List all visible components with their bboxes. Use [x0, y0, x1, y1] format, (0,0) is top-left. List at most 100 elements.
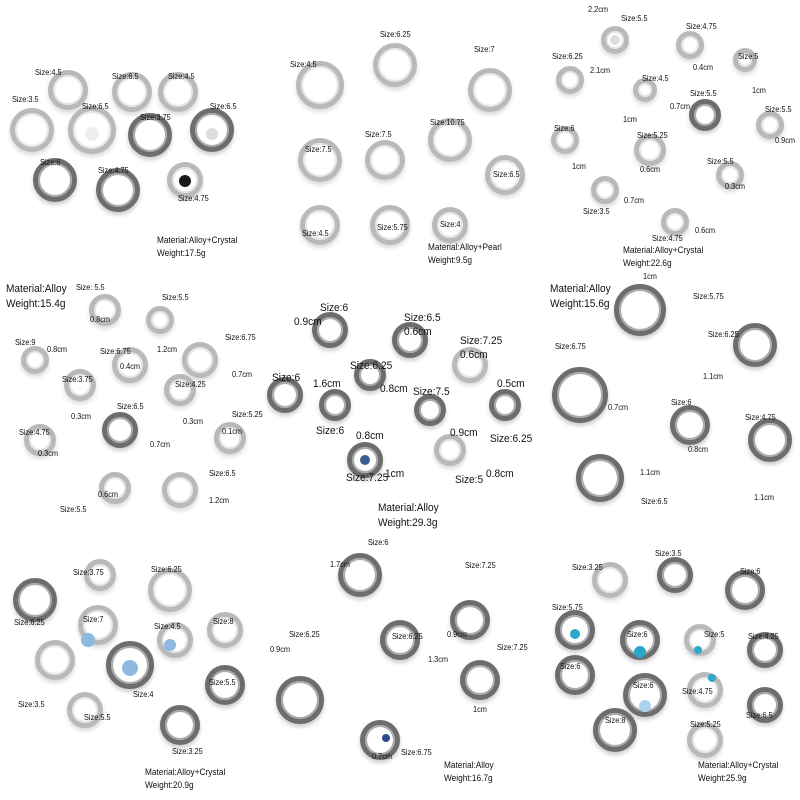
ring-image [35, 640, 75, 680]
ring-image [670, 405, 710, 445]
ring-image [747, 632, 783, 668]
ring-image [296, 61, 344, 109]
ring-image [687, 672, 723, 708]
gemstone [634, 646, 646, 658]
ring-size-label: Size:4 [133, 690, 154, 699]
gemstone [708, 674, 716, 682]
ring-size-label: Size:6 [320, 302, 349, 314]
ring-image [214, 422, 246, 454]
gemstone [85, 127, 99, 141]
ring-size-label: 0.7cm [372, 752, 393, 761]
ring-image [614, 284, 666, 336]
ring-image [182, 342, 218, 378]
ring-size-label: Size:5.5 [690, 89, 717, 98]
ring-size-label: 0.9cm [447, 630, 468, 639]
ring-size-label: Size:6 [316, 425, 345, 437]
ring-size-label: Size:6.75 [555, 342, 586, 351]
ring-size-label: 1.2cm [157, 345, 178, 354]
ring-image [84, 559, 116, 591]
ring-image [164, 374, 196, 406]
ring-size-label: Size:6.75 [225, 333, 256, 342]
ring-image [267, 377, 303, 413]
weight-label: Weight:29.3g [378, 517, 438, 529]
ring-size-label: Size:5.5 [209, 678, 236, 687]
ring-size-label: 0.6cm [460, 349, 488, 361]
ring-size-label: Size:4 [440, 220, 461, 229]
ring-image [96, 168, 140, 212]
ring-size-label: Size:5.25 [637, 131, 668, 140]
ring-size-label: Size:6.75 [401, 748, 432, 757]
ring-image [460, 660, 500, 700]
material-label: Material:Alloy+Crystal [623, 245, 704, 255]
material-label: Material:Alloy [6, 283, 67, 295]
ring-size-label: Size:5.5 [621, 14, 648, 23]
ring-image [158, 72, 198, 112]
ring-size-label: Size: 5.5 [76, 283, 105, 292]
ring-image [347, 442, 383, 478]
ring-size-label: Size:6 [554, 124, 575, 133]
ring-image [276, 676, 324, 724]
ring-image [354, 359, 386, 391]
ring-size-label: Size:3.5 [18, 700, 45, 709]
ring-size-label: Size:3.75 [140, 113, 171, 122]
ring-image [733, 48, 757, 72]
ring-size-label: 0.6cm [695, 226, 716, 235]
gemstone [122, 660, 138, 676]
weight-label: Weight:15.6g [550, 298, 610, 310]
ring-image [452, 347, 488, 383]
ring-size-label: 0.8cm [90, 315, 111, 324]
ring-size-label: Size:4.75 [682, 687, 713, 696]
ring-image [167, 162, 203, 198]
ring-size-label: Size:3.5 [12, 95, 39, 104]
ring-image [380, 620, 420, 660]
gemstone [694, 646, 702, 654]
ring-size-label: Size:4.5 [642, 74, 669, 83]
ring-size-label: Size:6.5 [209, 469, 236, 478]
gemstone [360, 455, 370, 465]
ring-size-label: 0.9cm [450, 427, 478, 439]
ring-size-label: 1.1cm [754, 493, 775, 502]
ring-size-label: Size:3.75 [62, 375, 93, 384]
ring-size-label: Size:5.5 [60, 505, 87, 514]
ring-size-label: 1cm [572, 162, 586, 171]
ring-image [450, 600, 490, 640]
ring-size-label: Size:6.5 [117, 402, 144, 411]
ring-size-label: Size:7.25 [460, 335, 503, 347]
ring-image [64, 369, 96, 401]
ring-size-label: Size:4.75 [686, 22, 717, 31]
material-label: Material:Alloy+Pearl [428, 242, 502, 252]
material-label: Material:Alloy+Crystal [145, 767, 226, 777]
ring-image [112, 72, 152, 112]
ring-image [428, 118, 472, 162]
ring-image [24, 424, 56, 456]
gemstone [570, 629, 580, 639]
gemstone [206, 128, 218, 140]
ring-image [555, 655, 595, 695]
ring-image [733, 323, 777, 367]
ring-size-label: Size:6 [40, 158, 61, 167]
ring-size-label: 0.1cm [222, 427, 243, 436]
ring-size-label: Size:6 [633, 681, 654, 690]
weight-label: Weight:22.6g [623, 258, 672, 268]
ring-size-label: Size:4.5 [302, 229, 329, 238]
ring-size-label: Size:6.25 [289, 630, 320, 639]
ring-size-label: Size:5 [738, 52, 759, 61]
ring-image [89, 294, 121, 326]
ring-image [162, 472, 198, 508]
ring-size-label: Size:4.5 [35, 68, 62, 77]
ring-image [338, 553, 382, 597]
ring-size-label: 1cm [385, 468, 405, 480]
ring-size-label: 0.9cm [270, 645, 291, 654]
ring-size-label: 0.7cm [624, 196, 645, 205]
ring-size-label: Size:5.75 [377, 223, 408, 232]
ring-image [623, 673, 667, 717]
ring-image [414, 394, 446, 426]
ring-size-label: 1cm [752, 86, 766, 95]
ring-image [551, 126, 579, 154]
ring-size-label: 0.7cm [670, 102, 691, 111]
ring-image [148, 568, 192, 612]
ring-size-label: Size:5.5 [765, 105, 792, 114]
ring-size-label: 1cm [643, 272, 657, 281]
ring-image [633, 78, 657, 102]
ring-size-label: Size:6.25 [392, 632, 423, 641]
